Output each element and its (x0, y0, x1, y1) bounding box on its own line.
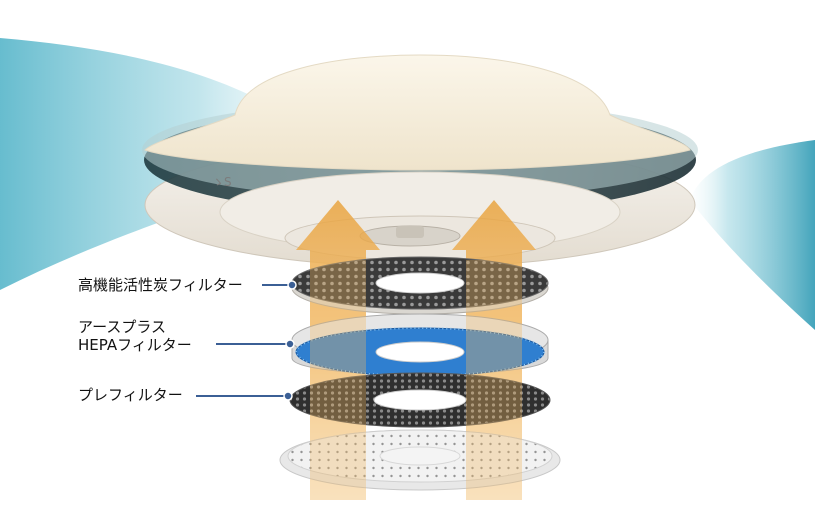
label-carbon-filter: 高機能活性炭フィルター (78, 276, 243, 294)
pre-filter (289, 372, 551, 428)
upward-air-arrows-front (310, 260, 522, 500)
bottom-cover (279, 429, 561, 491)
label-hepa-line1: アースプラス (78, 318, 167, 336)
label-hepa-line2: HEPAフィルター (78, 336, 192, 354)
leader-dot-hepa (285, 339, 295, 349)
leader-dot-pre (283, 391, 293, 401)
leader-dot-carbon (287, 280, 297, 290)
label-hepa-filter: アースプラス HEPAフィルター (78, 318, 192, 354)
leader-lines (196, 280, 297, 401)
carbon-filter (291, 256, 549, 315)
label-pre-filter: プレフィルター (78, 386, 183, 404)
unit-marking: ゝS (212, 175, 232, 189)
air-flow-right (690, 140, 815, 330)
